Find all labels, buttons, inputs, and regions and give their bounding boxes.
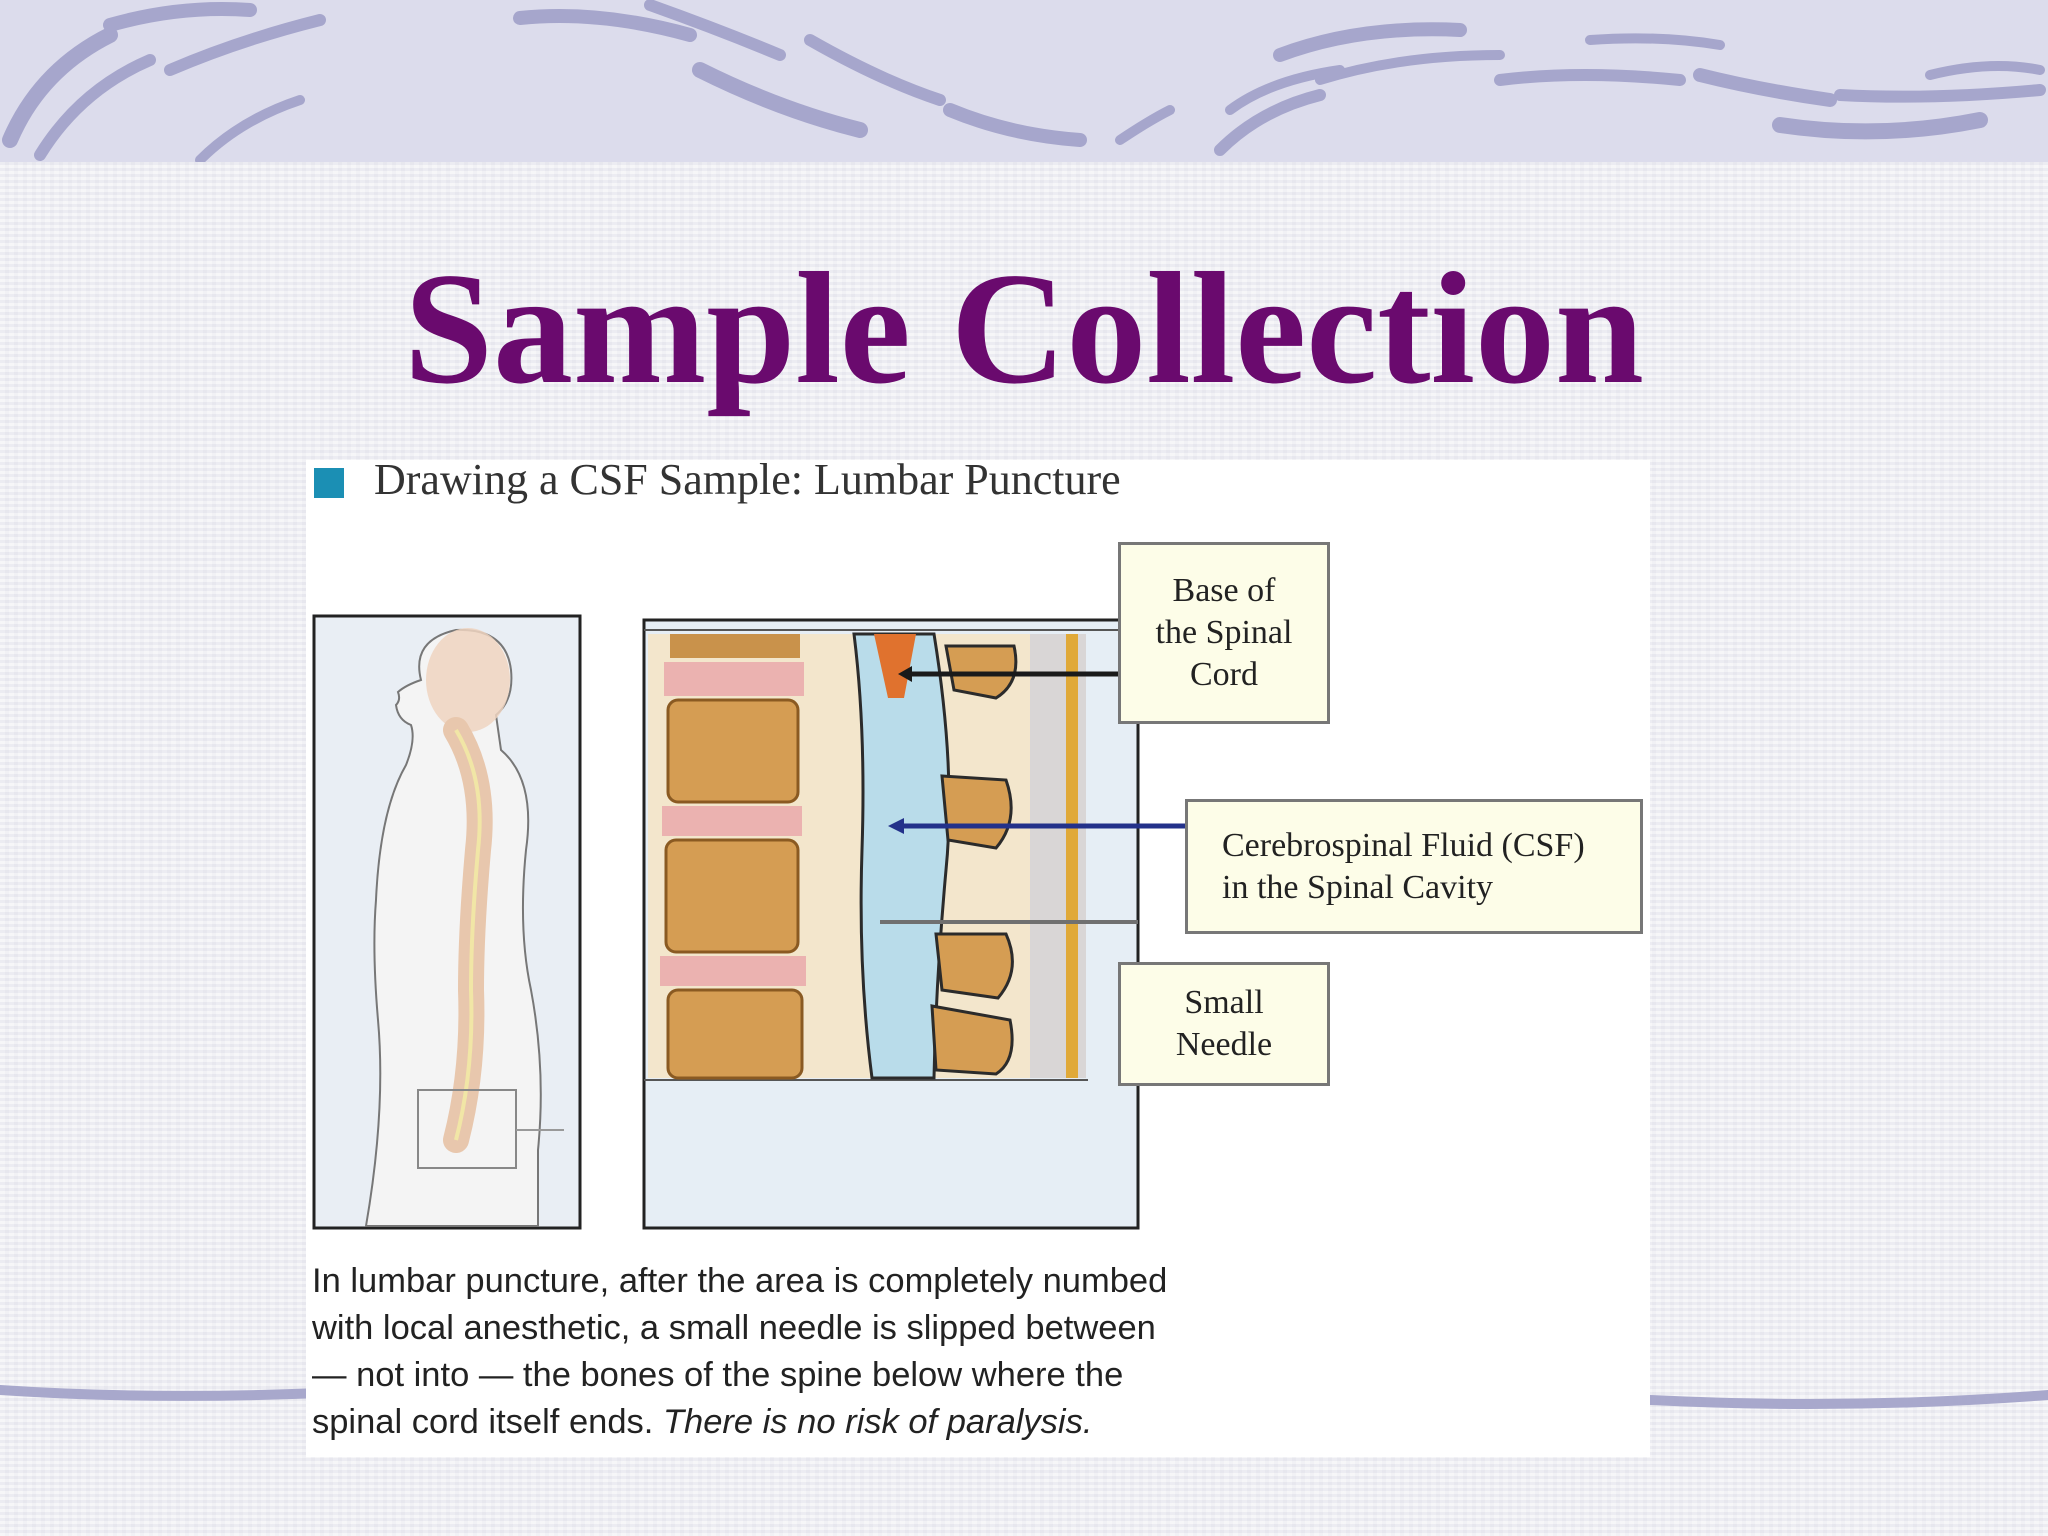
fat-layer [1066,634,1078,1078]
spinal-cord-line [454,728,482,1141]
body-silhouette [364,628,542,1227]
caption-line-4: spinal cord itself ends. There is no ris… [312,1403,1093,1441]
bullet-square-icon [314,468,344,498]
spinal-cord-base [874,634,916,698]
content-panel: Drawing a CSF Sample: Lumbar Puncture [306,455,1650,1457]
swoosh-line-bottom [0,1385,2048,1409]
caption-line-1: In lumbar puncture, after the area is co… [312,1262,1168,1300]
skull-shape [426,628,510,732]
caption-line-3: — not into — the bones of the spine belo… [312,1356,1124,1394]
slide-title: Sample Collection [404,239,1644,417]
label-base-of-spinal-cord: Base of the Spinal Cord [1118,542,1330,724]
caption-emphasis: There is no risk of paralysis. [662,1403,1093,1441]
label-csf: Cerebrospinal Fluid (CSF) in the Spinal … [1185,799,1643,934]
lumbar-puncture-figure: Base of the Spinal Cord Cerebrospinal Fl… [306,542,1650,1330]
caption-line-2: with local anesthetic, a small needle is… [312,1309,1156,1347]
bullet-text: Drawing a CSF Sample: Lumbar Puncture [374,455,1121,504]
figure-caption: In lumbar puncture, after the area is co… [312,1258,1312,1446]
decorative-banner [0,0,2048,162]
anatomy-illustration [312,614,1208,1230]
swoosh-pattern-top [2,0,2046,162]
vertebral-bodies [660,634,806,1080]
label-small-needle: Small Needle [1118,962,1330,1086]
